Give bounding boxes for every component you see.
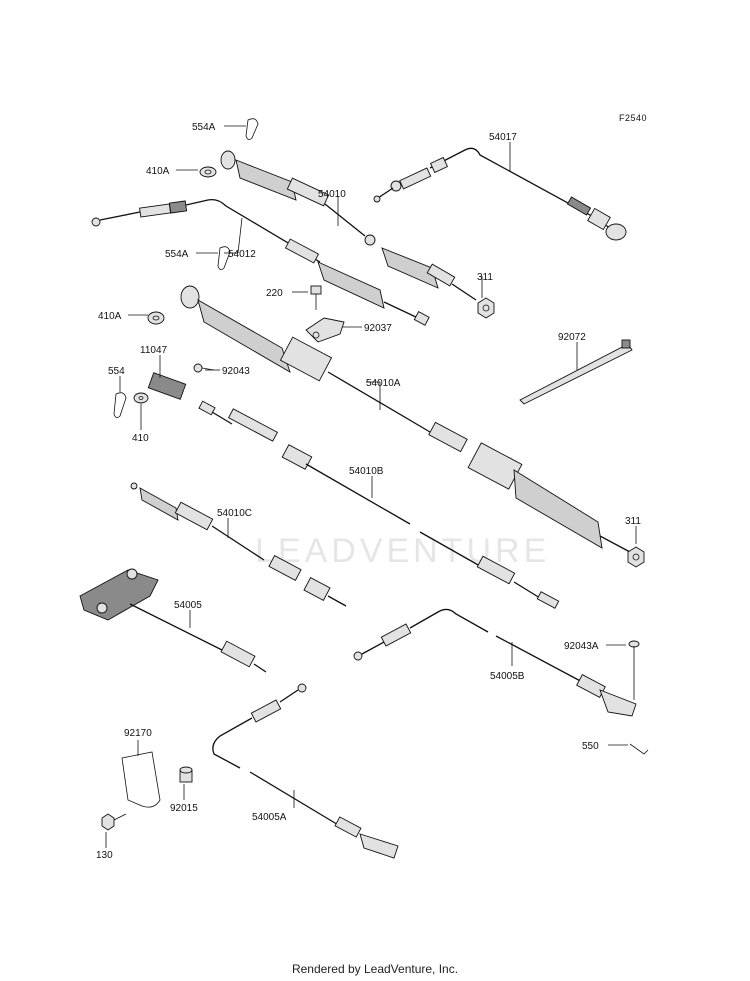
washer-410[interactable] xyxy=(133,392,149,404)
label-554[interactable]: 554 xyxy=(108,366,125,377)
washer-410A-mid[interactable] xyxy=(147,311,165,325)
cable-54005[interactable] xyxy=(79,568,267,673)
label-311-top[interactable]: 311 xyxy=(477,272,493,283)
label-54005A[interactable]: 54005A xyxy=(252,812,287,823)
clip-554A-top[interactable] xyxy=(245,118,259,140)
collar-92015[interactable] xyxy=(179,766,193,783)
label-410A-mid[interactable]: 410A xyxy=(98,311,122,322)
label-54017[interactable]: 54017 xyxy=(489,132,517,143)
label-550[interactable]: 550 xyxy=(582,741,599,752)
guide-92170[interactable] xyxy=(121,751,161,808)
clip-554[interactable] xyxy=(113,392,127,418)
leader-lines xyxy=(105,125,637,848)
label-92037[interactable]: 92037 xyxy=(364,323,392,334)
grommet-11047[interactable] xyxy=(147,372,187,400)
label-54012[interactable]: 54012 xyxy=(228,249,256,260)
label-220[interactable]: 220 xyxy=(266,288,283,299)
label-11047[interactable]: 11047 xyxy=(140,345,168,356)
label-92043A[interactable]: 92043A xyxy=(564,641,599,652)
label-410[interactable]: 410 xyxy=(132,433,149,444)
washer-410A-top[interactable] xyxy=(199,166,217,178)
label-92043[interactable]: 92043 xyxy=(222,366,250,377)
cable-54017[interactable] xyxy=(373,147,627,241)
pin-92043A[interactable] xyxy=(628,640,640,700)
cable-54005A[interactable] xyxy=(212,683,399,859)
label-92015[interactable]: 92015 xyxy=(170,803,198,814)
label-54010B[interactable]: 54010B xyxy=(349,466,384,477)
label-554A-top[interactable]: 554A xyxy=(192,122,216,133)
cable-54005B[interactable] xyxy=(353,608,637,717)
nut-311-bottom[interactable] xyxy=(627,546,645,568)
cotter-pin-550[interactable] xyxy=(629,743,649,755)
part-labels: 554A 410A 554A 54012 54010 54017 311 220… xyxy=(96,122,641,861)
footer-credit: Rendered by LeadVenture, Inc. xyxy=(291,962,459,976)
label-92170[interactable]: 92170 xyxy=(124,728,152,739)
label-410A-top[interactable]: 410A xyxy=(146,166,170,177)
watermark: LEADVENTURE xyxy=(255,532,550,570)
label-130[interactable]: 130 xyxy=(96,850,113,861)
nut-311-top[interactable] xyxy=(477,297,495,319)
label-554A-mid[interactable]: 554A xyxy=(165,249,189,260)
bolt-220[interactable] xyxy=(310,285,322,310)
clip-554A-mid[interactable] xyxy=(217,246,231,270)
pin-92043[interactable] xyxy=(193,363,215,373)
bracket-92037[interactable] xyxy=(305,317,345,343)
label-92072[interactable]: 92072 xyxy=(558,332,586,343)
cable-tie-92072[interactable] xyxy=(519,339,633,405)
cable-54010A[interactable] xyxy=(180,285,631,553)
cable-54010B[interactable] xyxy=(198,400,560,609)
bolt-130[interactable] xyxy=(101,813,127,831)
label-54005[interactable]: 54005 xyxy=(174,600,202,611)
figure-code: F2540 xyxy=(619,113,647,123)
cable-54010C[interactable] xyxy=(130,482,347,607)
label-311-bottom[interactable]: 311 xyxy=(625,516,641,527)
label-54005B[interactable]: 54005B xyxy=(490,671,525,682)
label-54010A[interactable]: 54010A xyxy=(366,378,401,389)
label-54010[interactable]: 54010 xyxy=(318,189,346,200)
cable-54012[interactable] xyxy=(91,198,430,326)
cable-54010[interactable] xyxy=(220,150,477,301)
label-54010C[interactable]: 54010C xyxy=(217,508,252,519)
